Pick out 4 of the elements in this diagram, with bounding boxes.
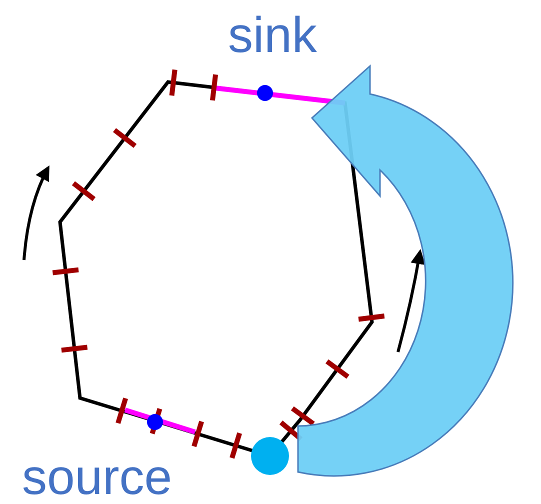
curved-arrow bbox=[297, 65, 514, 476]
node-circle bbox=[251, 437, 289, 475]
node-label: sink bbox=[228, 10, 317, 60]
node-label: source bbox=[22, 452, 172, 502]
